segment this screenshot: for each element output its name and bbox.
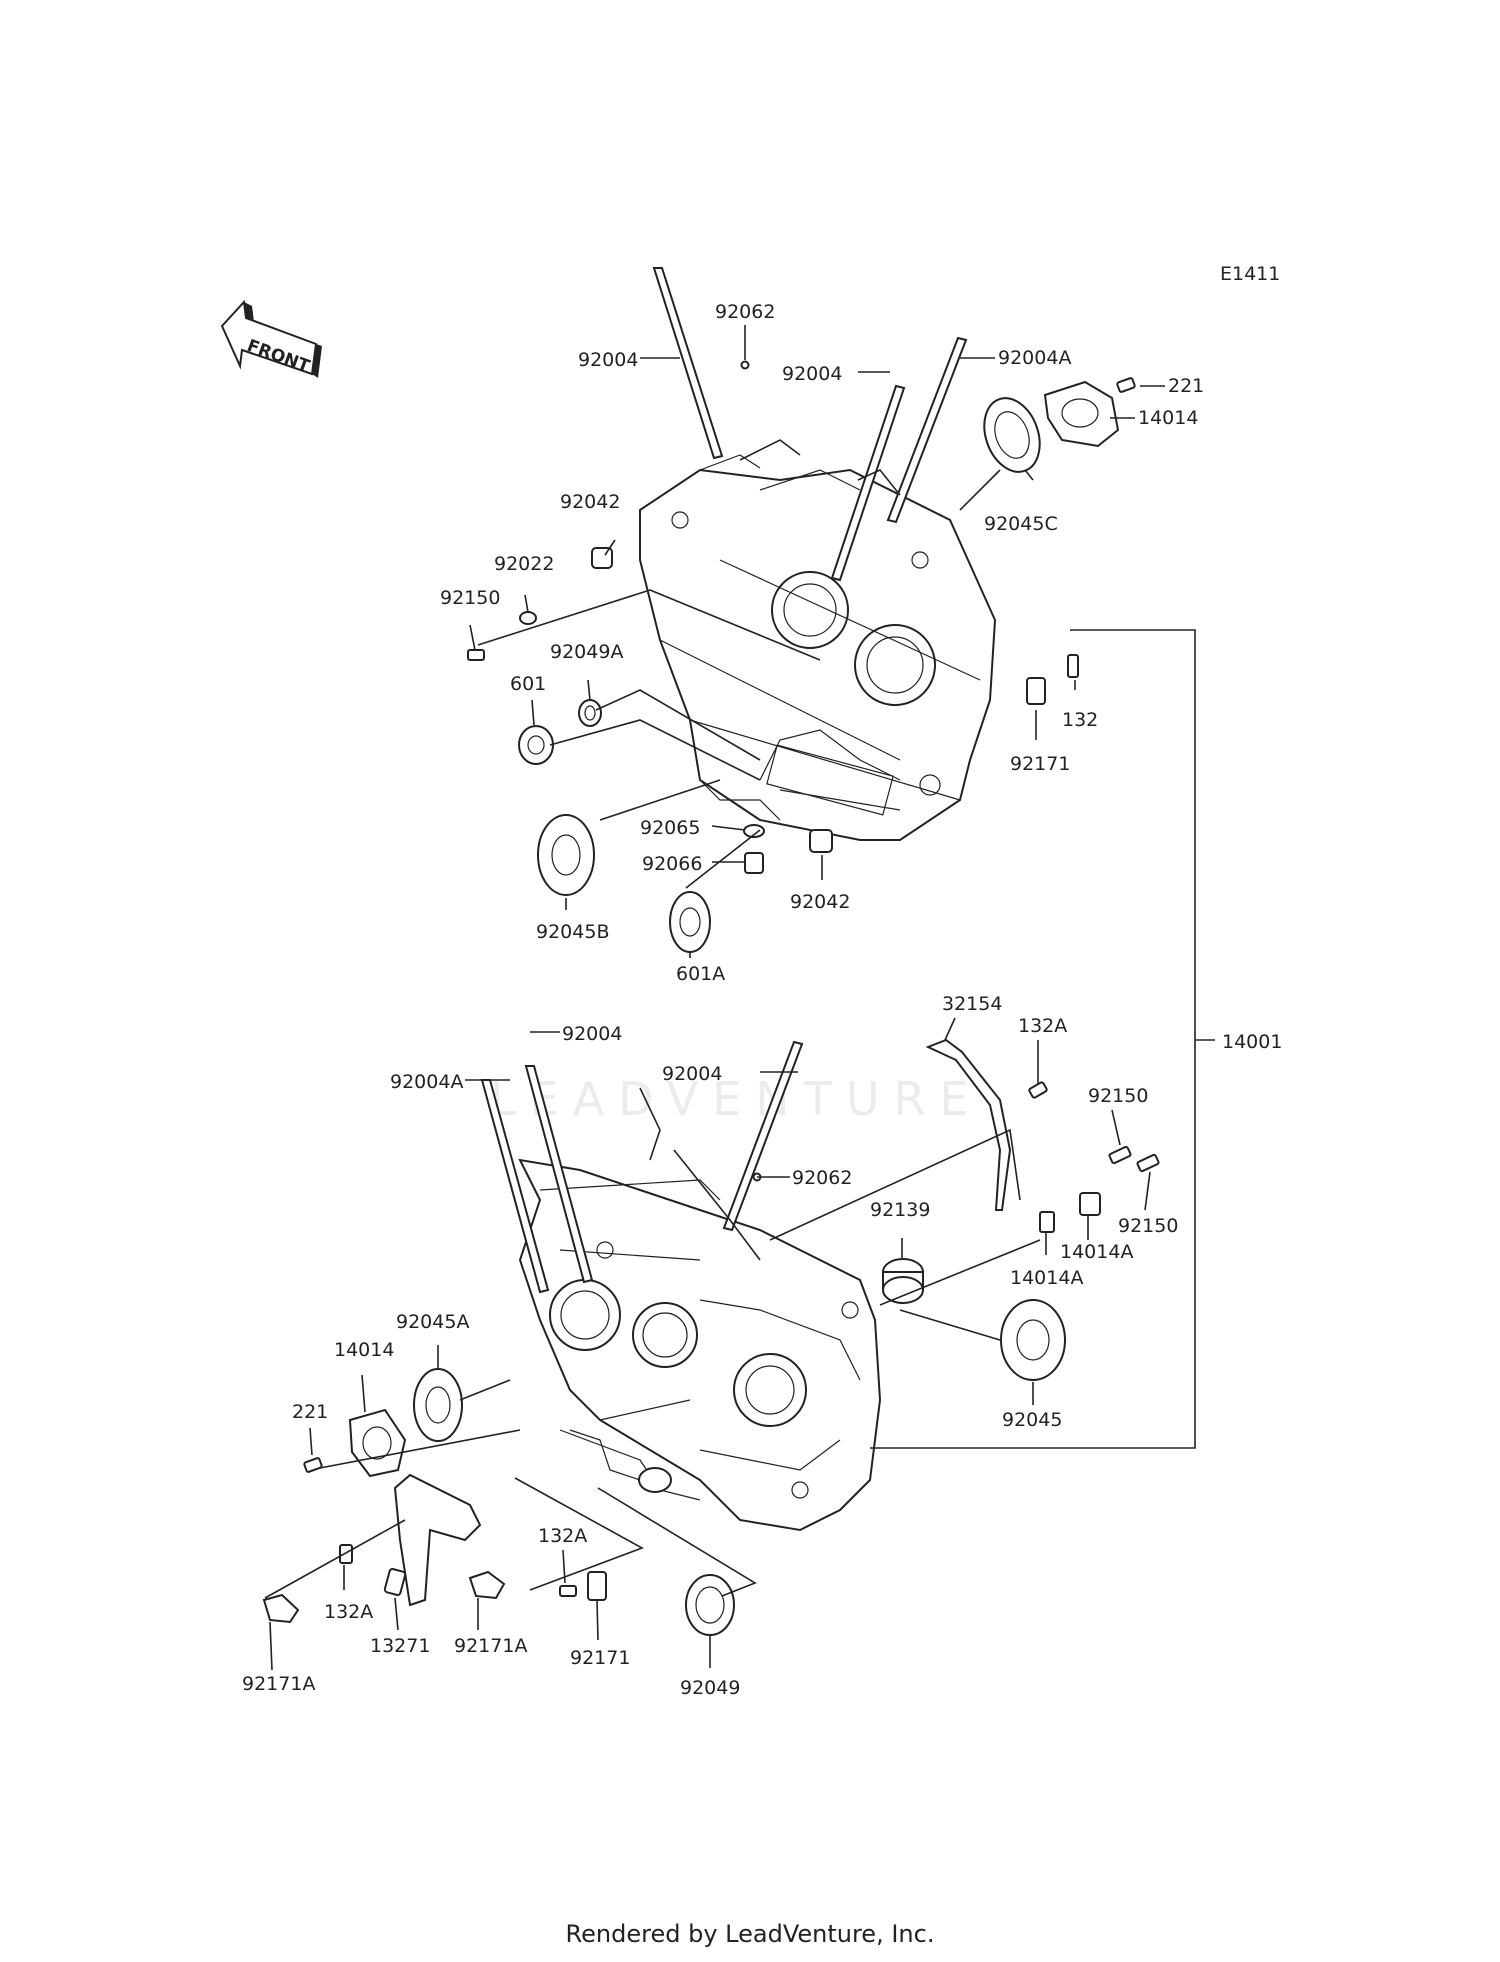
bearing-92045C (983, 397, 1041, 473)
part-labels: E1411 92004 92062 92004 92004A 221 14014… (242, 263, 1282, 1699)
label-92004A-lower: 92004A (390, 1071, 463, 1093)
bolt-92150-right-a (1108, 1145, 1132, 1165)
label-92045: 92045 (1002, 1409, 1062, 1431)
label-132: 132 (1062, 709, 1098, 731)
label-601: 601 (510, 673, 546, 695)
bearing-92045A (413, 1368, 463, 1442)
label-92042-upper: 92042 (560, 491, 620, 513)
lower-crankcase-half (518, 1158, 882, 1532)
footer-credit: Rendered by LeadVenture, Inc. (565, 1920, 935, 1948)
label-132A-left: 132A (324, 1601, 373, 1623)
label-32154: 32154 (942, 993, 1002, 1015)
pipe-32154 (925, 1038, 1012, 1211)
label-14014A-b: 14014A (1010, 1267, 1083, 1289)
label-92066: 92066 (642, 853, 702, 875)
dowel-92042-upper (591, 547, 613, 569)
clamp-92171A-right (468, 1570, 506, 1600)
seal-92049 (685, 1574, 735, 1636)
label-13271: 13271 (370, 1635, 430, 1657)
label-221-lower: 221 (292, 1401, 328, 1423)
bolt-132-upper (1067, 654, 1079, 678)
label-92042-lower: 92042 (790, 891, 850, 913)
label-92004-upper-mid: 92004 (782, 363, 842, 385)
label-92004A-upper: 92004A (998, 347, 1071, 369)
label-92049: 92049 (680, 1677, 740, 1699)
bolt-92150-right-b (1136, 1153, 1160, 1173)
dowel-92042-lower (809, 829, 833, 853)
label-92045C: 92045C (984, 513, 1058, 535)
clamp-92171-lower (587, 1571, 607, 1601)
label-92062-upper: 92062 (715, 301, 775, 323)
label-92045B: 92045B (536, 921, 609, 943)
bolt-221-upper (1116, 377, 1136, 393)
clamp-92171-upper (1026, 677, 1046, 705)
clamp-14014A-a (1039, 1211, 1055, 1233)
clip-13271 (383, 1568, 407, 1596)
bolt-132A-left (339, 1544, 353, 1564)
label-14014-lower: 14014 (334, 1339, 394, 1361)
cover-plate-14014-lower (348, 1408, 407, 1478)
bearing-92045 (1000, 1299, 1066, 1381)
bearing-92045B (537, 814, 595, 896)
bolt-132A-lower (559, 1585, 577, 1597)
label-601A: 601A (676, 963, 725, 985)
plug-92066 (744, 852, 764, 874)
bearing-601 (518, 725, 554, 765)
washer-92022 (519, 611, 537, 625)
label-221-upper: 221 (1168, 375, 1204, 397)
seal-92049A (578, 699, 602, 727)
label-92150-upper: 92150 (440, 587, 500, 609)
label-92150-right-a: 92150 (1088, 1085, 1148, 1107)
diagram-id: E1411 (1220, 263, 1280, 285)
cover-plate-14014-upper (1043, 380, 1120, 448)
watermark-text: LEADVENTURE (490, 1072, 983, 1126)
bolt-132A-upper (1028, 1081, 1048, 1099)
bearing-601A (669, 891, 711, 953)
label-92171-upper: 92171 (1010, 753, 1070, 775)
label-92171-lower: 92171 (570, 1647, 630, 1669)
label-92004-lower-top: 92004 (562, 1023, 622, 1045)
label-132A-lower: 132A (538, 1525, 587, 1547)
stud-bolts (480, 267, 968, 1294)
washer-92065 (743, 824, 765, 838)
label-92049A: 92049A (550, 641, 623, 663)
label-92022: 92022 (494, 553, 554, 575)
label-14014A-a: 14014A (1060, 1241, 1133, 1263)
label-14001: 14001 (1222, 1031, 1282, 1053)
label-92062-lower: 92062 (792, 1167, 852, 1189)
label-14014-upper: 14014 (1138, 407, 1198, 429)
bolt-92150-upper (467, 649, 485, 661)
clamp-14014A-b (1079, 1192, 1101, 1216)
dowel-92062-upper (740, 360, 750, 370)
upper-crankcase-half (639, 454, 997, 841)
label-92045A: 92045A (396, 1311, 469, 1333)
label-92171A-right: 92171A (454, 1635, 527, 1657)
label-132A-upper: 132A (1018, 1015, 1067, 1037)
label-92004-lower-right: 92004 (662, 1063, 722, 1085)
bolt-221-lower (303, 1457, 323, 1473)
front-arrow-icon: FRONT (220, 299, 322, 378)
label-92004-upper-left: 92004 (578, 349, 638, 371)
label-92065: 92065 (640, 817, 700, 839)
clamp-92171A-left (262, 1593, 300, 1624)
bushing-92139 (882, 1258, 924, 1304)
label-92150-right-b: 92150 (1118, 1215, 1178, 1237)
label-92171A-left: 92171A (242, 1673, 315, 1695)
leader-lines (264, 325, 1215, 1671)
label-92139: 92139 (870, 1199, 930, 1221)
bracket-lower (393, 1473, 482, 1607)
